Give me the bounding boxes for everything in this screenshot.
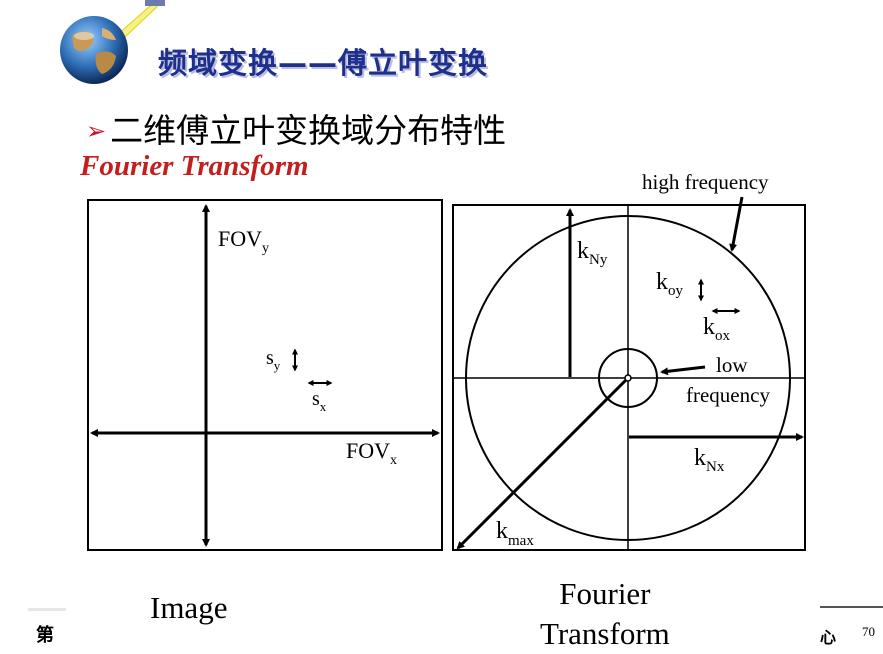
fov-x-label: FOVx bbox=[346, 438, 397, 468]
high-frequency-circle bbox=[465, 215, 791, 541]
footer-rule-right bbox=[820, 606, 883, 608]
low-frequency-circle bbox=[598, 348, 658, 408]
fourier-caption-line2: Transform bbox=[540, 616, 670, 651]
fourier-caption-line1: Fourier bbox=[559, 576, 651, 611]
fourier-caption: Fourier Transform bbox=[540, 574, 670, 654]
origin-dot bbox=[624, 374, 632, 382]
k-oy-label: koy bbox=[656, 269, 684, 299]
slide-title: 频域变换——傅立叶变换 bbox=[158, 46, 489, 80]
footer-right-text: 心 bbox=[820, 628, 837, 647]
k-max-arrow bbox=[456, 378, 628, 550]
frequency-label: frequency bbox=[686, 383, 770, 407]
bullet-point: ➢二维傅立叶变换域分布特性 bbox=[86, 104, 506, 152]
fourier-transform-heading: Fourier Transform bbox=[80, 150, 309, 182]
fourier-panel: high frequency kNy koy kox low frequency… bbox=[452, 170, 806, 551]
s-x-label: sx bbox=[312, 388, 327, 414]
bullet-arrow-icon: ➢ bbox=[86, 117, 107, 145]
high-frequency-pointer bbox=[729, 196, 744, 252]
k-max-label: kmax bbox=[496, 518, 534, 549]
image-frame bbox=[87, 199, 443, 551]
footer-left-text: 第 bbox=[36, 625, 54, 646]
k-nx-label: kNx bbox=[694, 445, 725, 475]
k-ox-label: kox bbox=[703, 314, 731, 344]
image-caption: Image bbox=[150, 590, 228, 625]
image-panel: FOVy FOVx sy sx bbox=[87, 199, 443, 551]
bullet-text: 二维傅立叶变换域分布特性 bbox=[110, 111, 507, 150]
s-y-label: sy bbox=[266, 347, 281, 373]
earth-globe-icon bbox=[60, 16, 128, 84]
low-label: low bbox=[716, 353, 748, 377]
fov-y-label: FOVy bbox=[218, 226, 269, 256]
page-number: 70 bbox=[862, 624, 875, 639]
high-frequency-label: high frequency bbox=[642, 170, 769, 194]
low-frequency-pointer bbox=[660, 365, 706, 376]
k-ny-label: kNy bbox=[577, 238, 608, 268]
footer-rule-left bbox=[28, 608, 66, 611]
